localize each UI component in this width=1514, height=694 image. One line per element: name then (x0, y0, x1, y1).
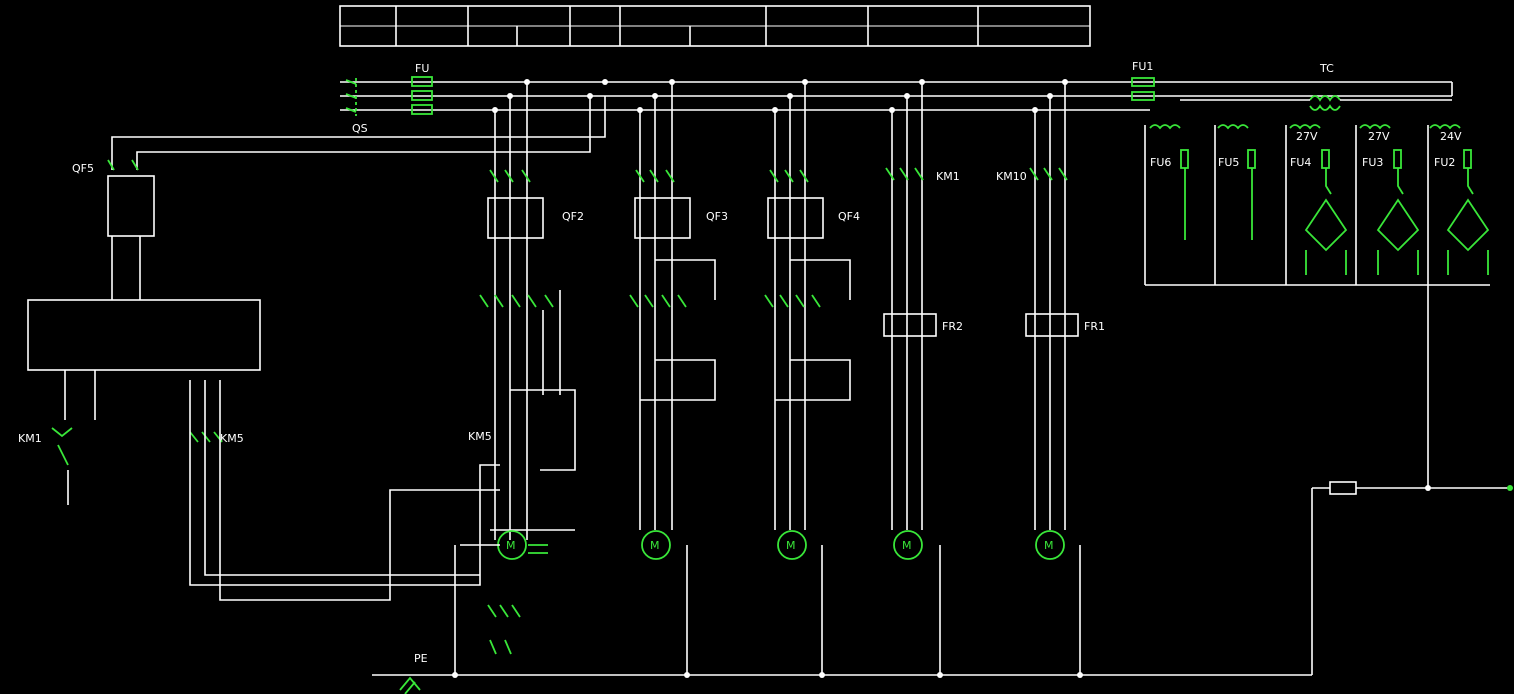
fu6-branch: FU6 (1149, 124, 1189, 240)
branch-qf5: QF5 KM1 KM5 (18, 96, 606, 601)
control-fuse-fu1: FU1 (1131, 60, 1155, 101)
motor-3-symbol: M (786, 539, 796, 552)
fu-label: FU (415, 62, 429, 75)
km5-left-label: KM5 (220, 432, 244, 445)
pe-rail: PE (372, 652, 1312, 694)
qf2-label: QF2 (562, 210, 584, 223)
km5-branch-label: KM5 (468, 430, 492, 443)
km1-label: KM1 (936, 170, 960, 183)
control-section: FU6 FU5 27V FU4 27V FU3 (1144, 124, 1513, 675)
qf3-label: QF3 (706, 210, 728, 223)
fu4-label: FU4 (1290, 156, 1311, 169)
branch-km10: KM10 FR1 M (996, 82, 1105, 675)
fu5-branch: FU5 (1214, 124, 1256, 285)
fu3-label: FU3 (1362, 156, 1383, 169)
motor-5-symbol: M (1044, 539, 1054, 552)
branch-qf3: QF3 M (629, 82, 728, 675)
pe-label: PE (414, 652, 428, 665)
motor-2-symbol: M (650, 539, 660, 552)
fu2-volt: 24V (1440, 130, 1462, 143)
motor-4-symbol: M (902, 539, 912, 552)
fu5-label: FU5 (1218, 156, 1239, 169)
fu4-branch: 27V FU4 (1285, 124, 1348, 285)
qs-label: QS (352, 122, 368, 135)
branch-km1: KM1 FR2 M (883, 82, 963, 675)
supply-switch-qs: QS (345, 78, 368, 135)
fu1-label: FU1 (1132, 60, 1153, 73)
fu2-branch: 24V FU2 (1427, 124, 1490, 285)
fu2-label: FU2 (1434, 156, 1455, 169)
fr1-label: FR1 (1084, 320, 1105, 333)
qf4-label: QF4 (838, 210, 860, 223)
main-fuse-fu: FU (411, 62, 433, 115)
fu6-label: FU6 (1150, 156, 1171, 169)
km10-label: KM10 (996, 170, 1027, 183)
fu3-branch: 27V FU3 (1355, 124, 1420, 285)
km1-left-label: KM1 (18, 432, 42, 445)
motor-1-symbol: M (506, 539, 516, 552)
transformer-tc: TC (1180, 62, 1452, 111)
branch-qf4: QF4 M (764, 82, 860, 675)
supply-bus (340, 79, 1453, 113)
fu3-volt: 27V (1368, 130, 1390, 143)
fu4-volt: 27V (1296, 130, 1318, 143)
branch-qf2: QF2 M KM5 (454, 82, 584, 675)
title-block (339, 5, 1091, 47)
qf5-label: QF5 (72, 162, 94, 175)
fr2-label: FR2 (942, 320, 963, 333)
tc-label: TC (1319, 62, 1334, 75)
